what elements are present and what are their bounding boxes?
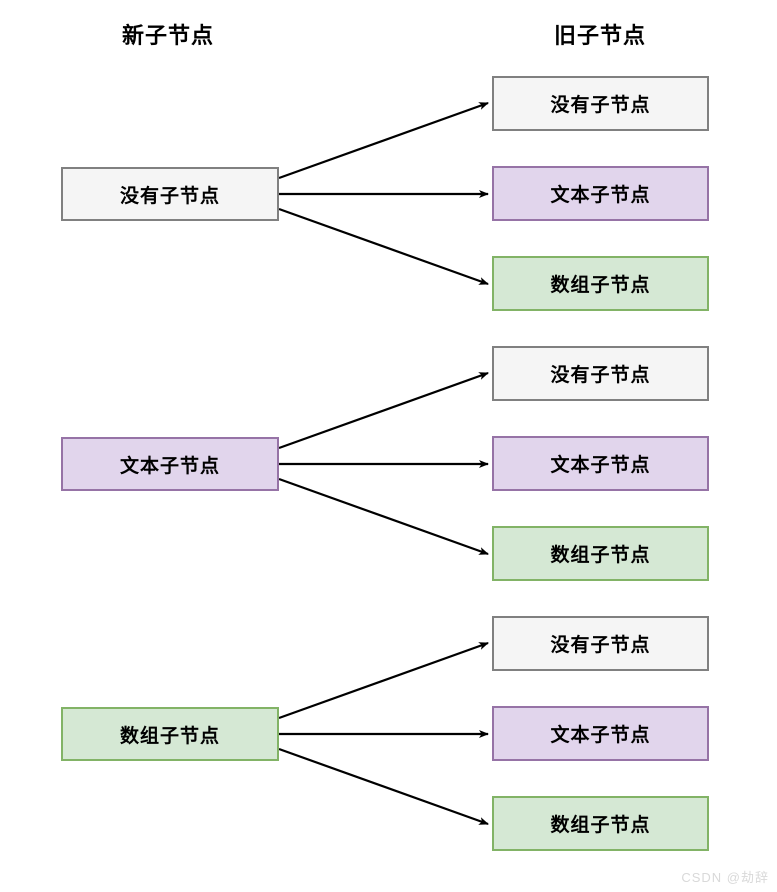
watermark: CSDN @劫辞 bbox=[681, 870, 769, 885]
arrow-9 bbox=[278, 747, 489, 826]
target-node-g3-none[interactable]: 没有子节点 bbox=[492, 616, 709, 671]
arrow-4 bbox=[278, 371, 489, 450]
column-header-new-children: 新子节点 bbox=[121, 23, 214, 48]
target-node-g1-none[interactable]: 没有子节点 bbox=[492, 76, 709, 131]
arrow-3 bbox=[278, 207, 489, 286]
target-node-g2-none[interactable]: 没有子节点 bbox=[492, 346, 709, 401]
target-node-g1-array[interactable]: 数组子节点 bbox=[492, 256, 709, 311]
target-node-g2-array[interactable]: 数组子节点 bbox=[492, 526, 709, 581]
source-node-none[interactable]: 没有子节点 bbox=[61, 167, 279, 221]
target-node-g3-array[interactable]: 数组子节点 bbox=[492, 796, 709, 851]
arrow-1 bbox=[278, 101, 489, 180]
source-node-array[interactable]: 数组子节点 bbox=[61, 707, 279, 761]
target-node-g1-text[interactable]: 文本子节点 bbox=[492, 166, 709, 221]
target-node-g2-text[interactable]: 文本子节点 bbox=[492, 436, 709, 491]
arrow-6 bbox=[278, 477, 489, 556]
source-node-text[interactable]: 文本子节点 bbox=[61, 437, 279, 491]
column-header-old-children: 旧子节点 bbox=[553, 23, 646, 48]
target-node-g3-text[interactable]: 文本子节点 bbox=[492, 706, 709, 761]
arrows bbox=[278, 101, 489, 826]
arrow-7 bbox=[278, 641, 489, 720]
